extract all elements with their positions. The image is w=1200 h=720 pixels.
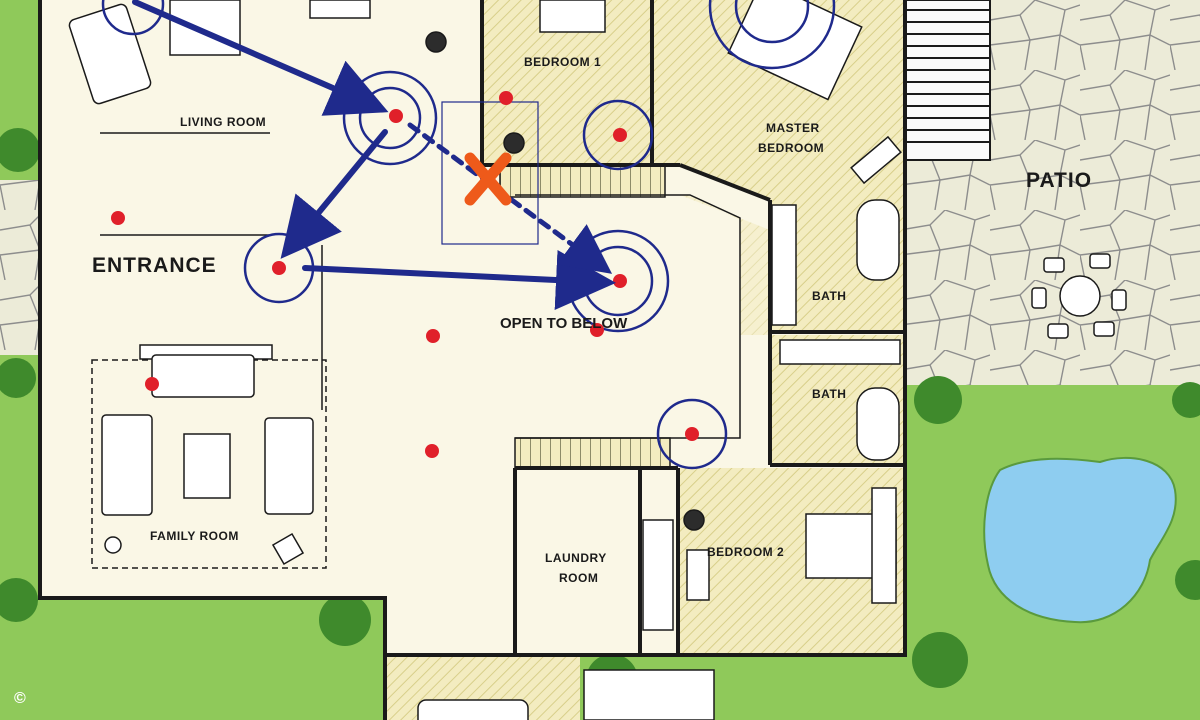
patio-label: PATIO [1026, 169, 1092, 192]
bedroom-furniture [417, 0, 902, 720]
laundry-label-1: LAUNDRY [545, 551, 607, 565]
access-point-dot-icon [272, 261, 286, 275]
bath-lower-label: BATH [812, 387, 846, 401]
patio-table [1031, 253, 1127, 339]
bath-upper-label: BATH [812, 289, 846, 303]
access-point-dot-icon [613, 128, 627, 142]
blocked-x-icon [464, 152, 512, 206]
access-point-dot-icon [499, 91, 513, 105]
living-room-furniture [68, 0, 447, 105]
open-to-below-label: OPEN TO BELOW [500, 315, 628, 332]
access-point-dot-icon [685, 427, 699, 441]
family-room-rug [91, 359, 327, 569]
copyright-mark: © [14, 690, 26, 707]
railings [100, 132, 741, 439]
patio-deck-stairs [904, 0, 991, 161]
access-point-dot-icon [425, 444, 439, 458]
entrance-label: ENTRANCE [92, 254, 217, 277]
living-room-label: LIVING ROOM [180, 115, 266, 129]
access-point-dot-icon [590, 323, 604, 337]
access-point-dot-icon [389, 109, 403, 123]
master-bedroom-label-1: MASTER [766, 121, 820, 135]
ap-zone-square [441, 101, 539, 245]
family-room-furniture [101, 344, 314, 566]
access-point-dot-icon [613, 274, 627, 288]
laundry-label-2: ROOM [559, 571, 598, 585]
pool [983, 456, 1177, 624]
signal-rings [101, 0, 836, 470]
master-bedroom-label-2: BEDROOM [758, 141, 824, 155]
bedroom1-label: BEDROOM 1 [524, 55, 601, 69]
bedroom2-label: BEDROOM 2 [707, 545, 784, 559]
access-point-dot-icon [111, 211, 125, 225]
access-points [111, 91, 699, 458]
family-room-label: FAMILY ROOM [150, 529, 239, 543]
access-point-dot-icon [145, 377, 159, 391]
access-point-dot-icon [426, 329, 440, 343]
stair-treads [385, 164, 671, 720]
